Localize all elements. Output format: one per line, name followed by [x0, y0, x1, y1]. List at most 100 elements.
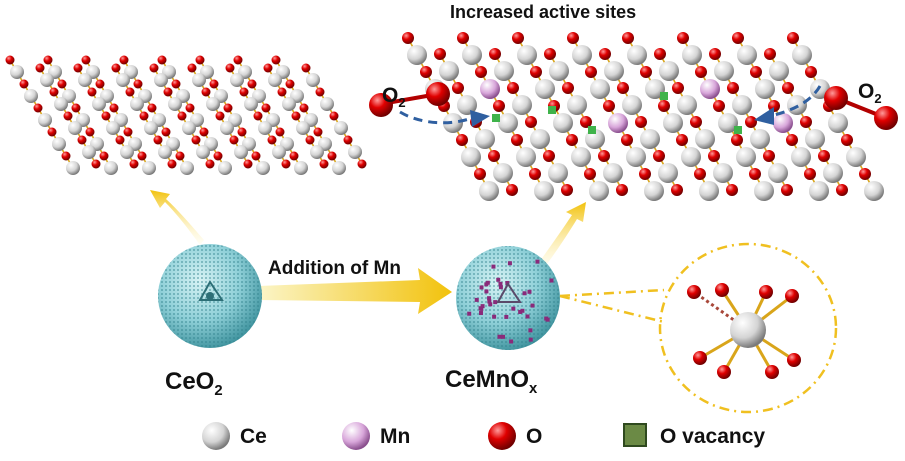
o-atom [562, 82, 574, 94]
o-atom [81, 55, 91, 65]
o2-label-left: O2 [382, 84, 406, 111]
o-atom [836, 184, 848, 196]
ce-atom [754, 181, 774, 201]
o2-adsorption-arrow-right [769, 85, 822, 118]
o-atom [567, 32, 579, 44]
ce-atom [142, 161, 156, 175]
o-atom [781, 184, 793, 196]
ce-atom [334, 121, 348, 135]
o2-adsorption-arrow-left [399, 110, 473, 125]
ce-atom [677, 95, 697, 115]
o-atom [247, 79, 257, 89]
ce-atom [144, 121, 158, 135]
mn-dopant [525, 314, 530, 319]
ce-atom [517, 45, 537, 65]
o-vacancy [588, 126, 596, 134]
o-atom [163, 87, 173, 97]
o-atom [805, 66, 817, 78]
ce-atom [534, 181, 554, 201]
o-atom [475, 66, 487, 78]
o-atom [299, 103, 309, 113]
o-atom [33, 103, 43, 113]
o-atom [676, 134, 688, 146]
o-atom [171, 79, 181, 89]
ce-atom [439, 61, 459, 81]
ce-atom [493, 163, 513, 183]
o-atom [782, 82, 794, 94]
o-atom [622, 32, 634, 44]
ce-atom [196, 145, 210, 159]
ce-atom [54, 97, 68, 111]
ce-atom [106, 121, 120, 135]
o-atom [654, 48, 666, 60]
o-atom [507, 82, 519, 94]
o-atom [313, 127, 323, 137]
o-atom [277, 87, 287, 97]
o-atom [672, 82, 684, 94]
o-atom [177, 111, 187, 121]
mn-dopant [509, 339, 514, 344]
ce-atom [230, 73, 244, 87]
mn-dopant [549, 278, 554, 283]
cemnox-nanoparticle [456, 246, 560, 350]
ce-atom [218, 161, 232, 175]
mn-dopant [504, 314, 509, 319]
o-atom [603, 100, 615, 112]
o-atom [267, 135, 277, 145]
o-atom [745, 116, 757, 128]
o-atom [271, 55, 281, 65]
mn-dopant [528, 328, 533, 333]
mn-dopant [484, 289, 489, 294]
o-atom [715, 283, 729, 297]
ceo2-label: CeO2 [165, 368, 223, 399]
o-vacancy [734, 126, 742, 134]
ceo2-nanoparticle [158, 244, 262, 348]
o-atom [215, 111, 225, 121]
o-atom [19, 79, 29, 89]
mn-atom [700, 79, 720, 99]
o-atom [115, 135, 125, 145]
ce-atom [699, 181, 719, 201]
ce-atom [846, 147, 866, 167]
o-atom [726, 184, 738, 196]
o-atom [402, 32, 414, 44]
mn-dopant [528, 337, 533, 342]
o-atom [35, 63, 45, 73]
mn-dopant [520, 308, 525, 313]
o-atom [199, 127, 209, 137]
ce-atom [681, 147, 701, 167]
o-atom [530, 66, 542, 78]
mn-dopant [479, 306, 484, 311]
ce-coordination-cluster [687, 283, 801, 379]
o-atom [191, 135, 201, 145]
o-atom [694, 168, 706, 180]
o-atom [77, 135, 87, 145]
o-atom [580, 116, 592, 128]
ce-atom [512, 95, 532, 115]
o-atom [129, 159, 139, 169]
mn-dopant [491, 264, 496, 269]
mn-dopant [498, 281, 503, 286]
o-atom [599, 48, 611, 60]
ce-atom [320, 97, 334, 111]
ce-atom [40, 73, 54, 87]
o-atom [201, 87, 211, 97]
o-atom [209, 79, 219, 89]
ce-atom [530, 129, 550, 149]
o-atom [229, 135, 239, 145]
o-vacancy-icon [623, 423, 647, 447]
ce-atom [768, 163, 788, 183]
ce-atom [494, 61, 514, 81]
ce-atom [750, 129, 770, 149]
o-atom [525, 116, 537, 128]
o-atom [511, 134, 523, 146]
o-atom [61, 151, 71, 161]
ce-atom [572, 45, 592, 65]
ce-atom [282, 97, 296, 111]
legend-label-mn: Mn [380, 425, 411, 448]
o-atom [185, 103, 195, 113]
ce-atom [567, 95, 587, 115]
ce-atom [296, 121, 310, 135]
ce-atom [258, 121, 272, 135]
ce-atom [130, 97, 144, 111]
